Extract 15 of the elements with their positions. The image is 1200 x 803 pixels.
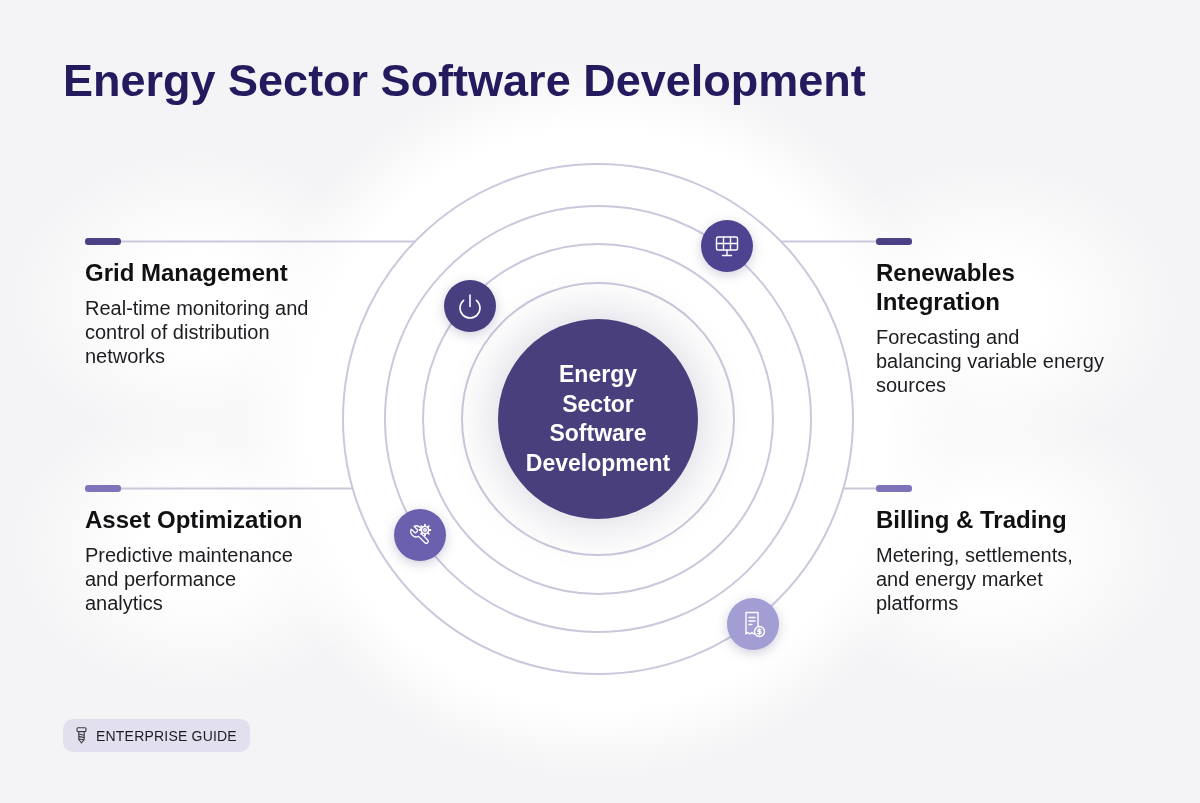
topic-heading: Billing & Trading	[876, 505, 1067, 534]
topic-heading: Grid Management	[85, 258, 288, 287]
leader-line	[842, 487, 877, 490]
page-title: Energy Sector Software Development	[63, 56, 866, 106]
topic-heading: Asset Optimization	[85, 505, 303, 534]
leader-line	[120, 240, 416, 243]
topic-description: Metering, settlements, and energy market platforms	[876, 543, 1074, 615]
topic-description: Forecasting and balancing variable energy sources	[876, 325, 1105, 397]
topic-heading: Renewables Integration	[876, 258, 1016, 316]
leader-line	[780, 240, 877, 243]
leader-line	[120, 487, 354, 490]
topic-description: Predictive maintenance and performance analytics	[85, 543, 294, 615]
hub-label: Energy Sector Software Development	[524, 360, 672, 478]
topic-description: Real-time monitoring and control of distribution networks	[85, 296, 310, 368]
tag-label: ENTERPRISE GUIDE	[96, 727, 237, 744]
